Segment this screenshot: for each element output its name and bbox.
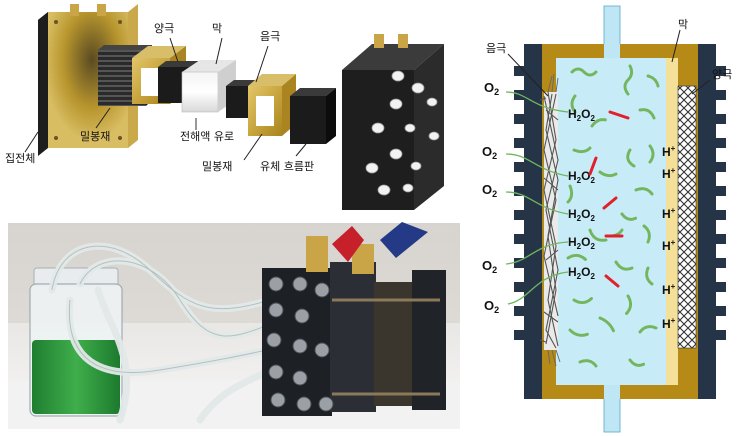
schematic-label-anode: 양극	[712, 68, 732, 81]
label-flow-plate: 유체 흐름판	[260, 160, 314, 173]
gold-gasket-frame-2	[248, 74, 296, 136]
label-gasket-1: 밀봉재	[80, 130, 110, 143]
o2-label-5: O2	[484, 298, 499, 315]
cathode-fiber-bundle-top	[547, 73, 561, 367]
o2-label-2: O2	[482, 144, 497, 161]
schematic-label-cathode: 음극	[486, 42, 506, 55]
reaction-arrows	[588, 110, 630, 288]
membrane-strip	[666, 58, 678, 385]
h2o2-label-4: H2O2	[568, 235, 595, 251]
flow-plate-small	[290, 88, 336, 144]
proton-label-6: H+	[662, 316, 676, 331]
tubing-outline	[51, 245, 277, 373]
proton-label-4: H+	[662, 238, 676, 253]
label-membrane: 막	[212, 22, 222, 35]
label-gasket-2: 밀봉재	[202, 160, 232, 173]
label-electrolyte-channel: 전해액 유로	[180, 129, 234, 143]
o2-label-3: O2	[482, 182, 497, 199]
schematic-leaders	[507, 29, 711, 97]
proton-label-3: H+	[662, 206, 676, 221]
h2o2-label-5: H2O2	[568, 265, 595, 281]
right-dark-plate	[698, 44, 726, 399]
proton-label-2: H+	[662, 166, 676, 181]
exploded-view: 집전체 밀봉재 양극 막 전해액 유로 음극 밀봉재 유체 흐름판	[5, 4, 444, 210]
h2o2-label-3: H2O2	[568, 207, 595, 223]
h2o2-label-2: H2O2	[568, 169, 595, 185]
anode-mesh	[677, 85, 697, 349]
fitting-nubs	[365, 70, 440, 196]
o2-curves	[505, 91, 569, 305]
cell-stack	[262, 222, 446, 416]
h2o2-label-1: H2O2	[568, 107, 595, 123]
proton-label-5: H+	[662, 282, 676, 297]
bolt-heads	[266, 276, 334, 412]
left-dark-plate	[514, 44, 542, 399]
proton-label-1: H+	[662, 144, 676, 159]
label-anode: 양극	[154, 22, 174, 35]
schematic-label-membrane: 막	[678, 18, 688, 31]
o2-label-4: O2	[482, 258, 497, 275]
leader-lines	[24, 37, 307, 161]
label-cathode: 음극	[260, 30, 280, 43]
end-plate-with-fittings	[342, 34, 444, 210]
label-current-collector: 집전체	[5, 152, 35, 165]
threaded-rods	[332, 298, 440, 396]
device-photo	[8, 222, 460, 429]
cathode-fibers	[539, 91, 559, 350]
o2-label-1: O2	[484, 80, 499, 97]
nanotubes	[566, 64, 660, 368]
o2-labels: O2 O2 O2 O2 O2	[482, 80, 499, 315]
mechanism-schematic: O2 O2 O2 O2 O2 H2O2 H2O2 H2O2 H2O2 H2O2 …	[482, 5, 732, 433]
proton-labels: H+ H+ H+ H+ H+ H+	[662, 144, 676, 331]
green-electrolyte	[32, 340, 120, 414]
h2o2-labels: H2O2 H2O2 H2O2 H2O2 H2O2	[568, 107, 595, 281]
